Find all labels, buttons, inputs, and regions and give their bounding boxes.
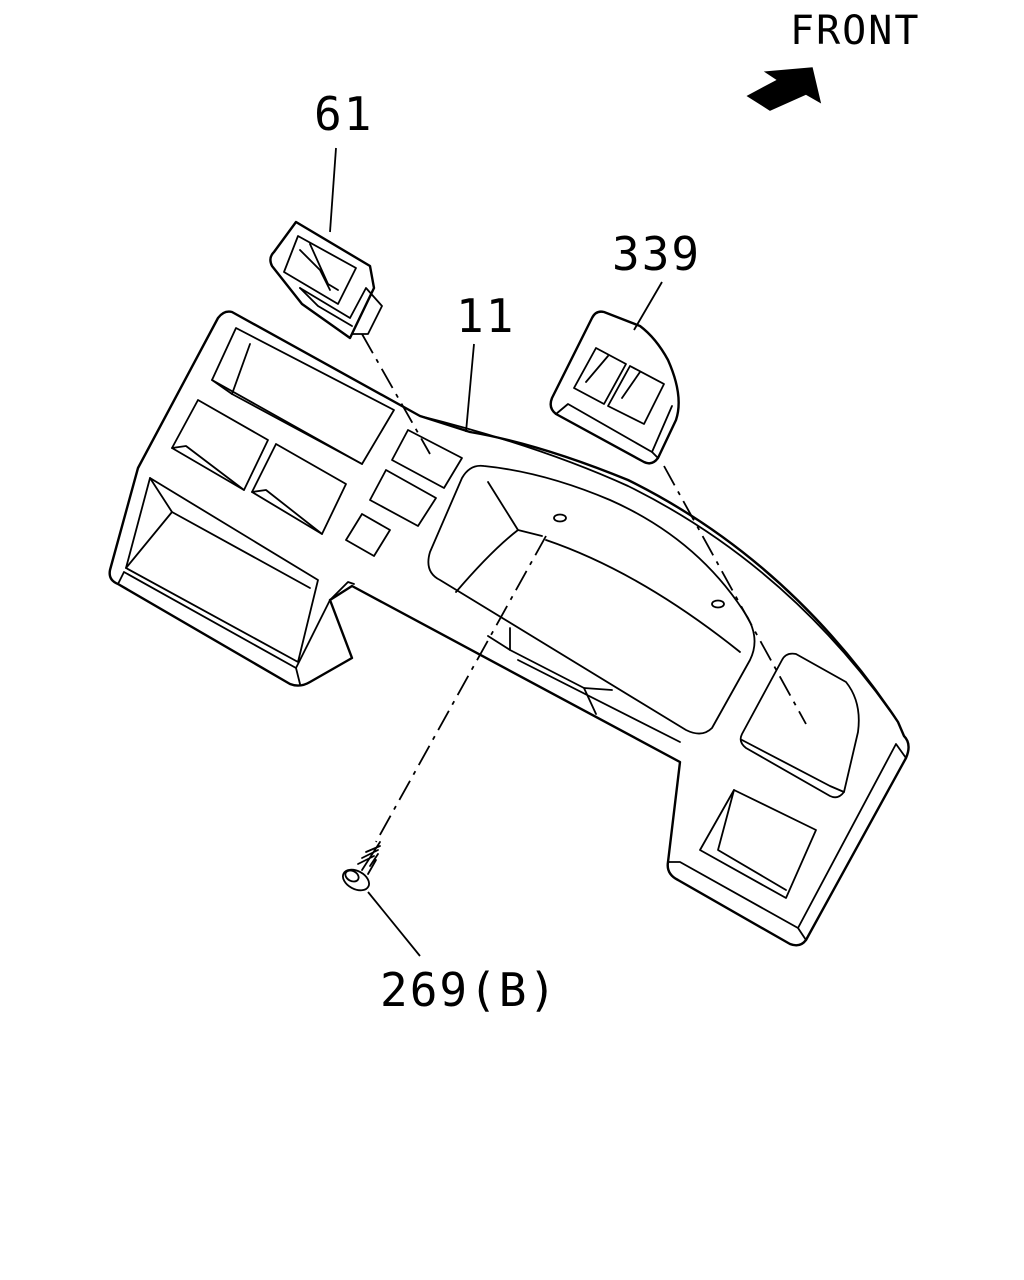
screw-head — [342, 868, 370, 892]
front-indicator: FRONT — [746, 8, 920, 111]
part-61-switch — [269, 220, 383, 340]
leader-lines — [329, 147, 663, 957]
part-339-switch — [549, 310, 680, 465]
meter-cluster-inner-lip — [455, 529, 519, 593]
screw-thread — [357, 841, 381, 875]
opening-inner-edge — [717, 789, 787, 891]
assembly-line-269b — [375, 535, 547, 843]
opening-inner-edge — [231, 343, 251, 395]
opening-right-upper — [739, 652, 860, 799]
opening-right-lower — [699, 789, 817, 899]
assembly-line-339 — [663, 465, 807, 725]
meter-cluster-recess — [427, 464, 756, 735]
switch-339-body — [549, 310, 680, 465]
panel-top-edge — [419, 415, 899, 723]
opening-inner-edge — [125, 511, 173, 569]
meter-cluster-step — [583, 687, 613, 691]
meter-cluster-step — [487, 635, 597, 715]
panel-edge-line — [329, 581, 355, 601]
callout-339: 339 — [612, 227, 701, 281]
switch-61-side — [299, 287, 353, 327]
switch-339-rim — [555, 403, 659, 459]
callout-labels: 61 339 11 269(B) — [314, 87, 701, 1017]
front-label: FRONT — [790, 8, 920, 54]
switch-339-button-edge — [621, 371, 641, 399]
switch-339-button-right — [607, 365, 665, 425]
screw-hole-center — [553, 513, 567, 523]
assembly-lines — [361, 333, 807, 843]
leader-339 — [633, 281, 663, 331]
panel-lower-right-face — [667, 861, 807, 941]
panel-lower-left-face — [117, 571, 331, 669]
switch-339-rim — [651, 405, 673, 453]
part-269b-screw — [342, 841, 381, 892]
switch-61-face — [283, 235, 357, 305]
instrument-panel-housing — [108, 310, 910, 947]
callout-11: 11 — [456, 289, 515, 343]
switch-61-side — [299, 287, 383, 335]
meter-cluster-step — [517, 659, 681, 743]
switch-61-body — [269, 220, 376, 340]
screw-head-inner — [344, 869, 360, 883]
front-arrow-icon — [746, 67, 822, 111]
opening-inner-edge — [251, 489, 323, 535]
switch-339-button-left — [573, 347, 627, 405]
callout-269b: 269(B) — [380, 963, 558, 1017]
leader-269b — [367, 891, 421, 957]
switch-61-detail — [299, 249, 331, 291]
callout-61: 61 — [314, 87, 373, 141]
opening-inner-edge — [171, 445, 245, 491]
meter-cluster-hood — [545, 539, 741, 653]
leader-11 — [465, 343, 475, 433]
indicator-window-1 — [391, 429, 463, 489]
opening-inner-edge — [741, 739, 845, 793]
indicator-window-2 — [369, 469, 437, 527]
switch-339-button-edge — [585, 355, 609, 383]
opening-lower-left — [125, 477, 319, 663]
indicator-window-3 — [345, 513, 391, 557]
leader-61 — [329, 147, 337, 233]
panel-edge-line — [797, 743, 907, 929]
panel-edge-line — [295, 667, 301, 685]
screw-hole-right — [711, 599, 725, 609]
